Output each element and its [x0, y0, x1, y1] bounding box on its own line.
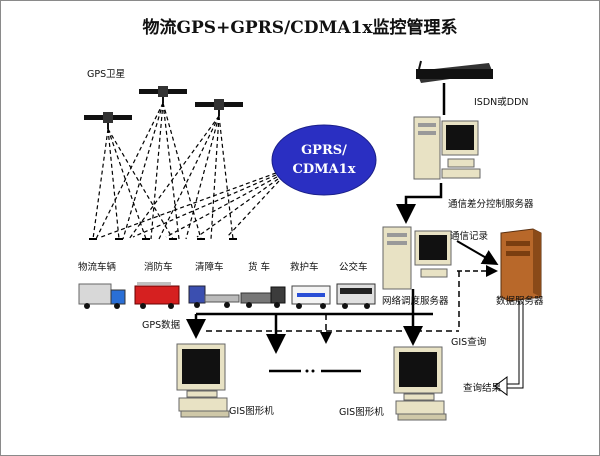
- gis-terminal-icon: [393, 346, 447, 421]
- comm-server-label: 通信差分控制服务器: [448, 199, 534, 210]
- isdn-label: ISDN或DDN: [474, 97, 529, 108]
- diagram-title: 物流GPS+GPRS/CDMA1x监控管理系: [142, 18, 458, 38]
- vehicle-label-ambulance: 救护车: [290, 262, 319, 273]
- cargo-truck-icon: [240, 286, 286, 308]
- query-result-label: 查询结果: [463, 383, 502, 394]
- network-cloud-label: GPRS/ CDMA1x: [272, 141, 376, 179]
- satellite-icon: [195, 99, 243, 116]
- router-icon: [416, 60, 493, 83]
- dispatch-server-label: 网络调度服务器: [382, 296, 449, 307]
- data-server-icon: [500, 228, 542, 302]
- vehicle-label-fire: 消防车: [144, 262, 173, 273]
- vehicle-label-bus: 公交车: [339, 262, 368, 273]
- gps-data-label: GPS数据: [142, 320, 181, 331]
- satellite-signal-rays: [92, 102, 234, 240]
- query-result-arrowhead: [494, 376, 508, 396]
- dispatch-server-icon: [382, 226, 452, 290]
- comm-record-arrow: [456, 240, 499, 266]
- cloud-label-line1: GPRS/: [301, 143, 347, 158]
- satellite-label: GPS卫星: [87, 69, 126, 80]
- vehicle-label-cargo: 货 车: [248, 262, 271, 273]
- satellite-icon: [139, 86, 187, 103]
- gis-terminal-icon: [176, 343, 230, 418]
- tow-truck-icon: [188, 285, 240, 308]
- comm-record-label: 通信记录: [450, 231, 489, 242]
- bus-icon: [336, 283, 376, 309]
- cloud-label-line2: CDMA1x: [292, 162, 356, 177]
- comm-server-icon: [413, 116, 481, 180]
- vehicle-label-tow: 清障车: [195, 262, 224, 273]
- truck-icon: [78, 283, 126, 309]
- query-result-arrow-body: [505, 301, 524, 389]
- network-cloud: [271, 124, 377, 196]
- ambulance-icon: [291, 285, 331, 309]
- fire-truck-icon: [134, 282, 180, 309]
- cloud-signal-rays: [100, 172, 280, 238]
- data-server-label: 数据服务器: [496, 296, 544, 307]
- gis-terminal-label-left: GIS图形机: [229, 406, 274, 417]
- gis-terminal-label-right: GIS图形机: [339, 407, 384, 418]
- satellite-icon: [84, 112, 132, 129]
- vehicle-label-logistics: 物流车辆: [78, 262, 117, 273]
- comm-to-dispatch-arrow: [396, 183, 443, 224]
- gis-query-label: GIS查询: [451, 337, 487, 348]
